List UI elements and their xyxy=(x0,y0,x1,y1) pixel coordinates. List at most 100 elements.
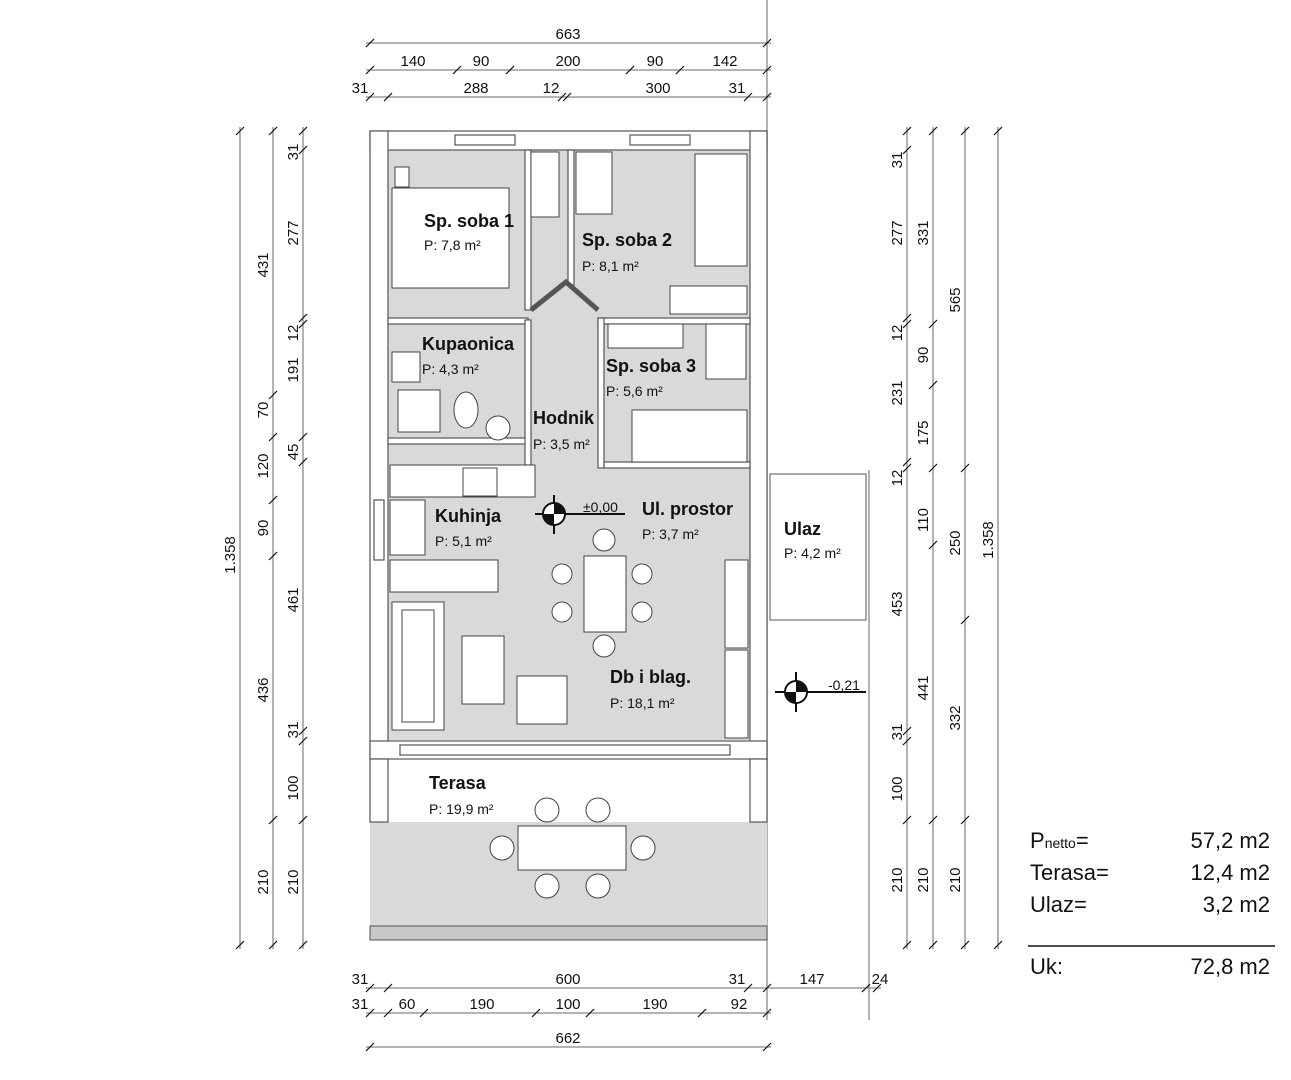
level-label: -0,21 xyxy=(828,677,860,693)
dimension-tick xyxy=(531,1008,541,1018)
dimension-tick xyxy=(365,1042,375,1052)
dimension-label: 12 xyxy=(889,470,906,487)
dimension-label: 120 xyxy=(255,453,272,478)
dimension-tick xyxy=(505,65,515,75)
dimension-label: 210 xyxy=(285,869,302,894)
dimension-tick xyxy=(928,126,938,136)
dimension-tick xyxy=(902,126,912,136)
dimension-label: 90 xyxy=(647,53,664,70)
dimension-tick xyxy=(928,463,938,473)
dimension-label: 210 xyxy=(915,867,932,892)
dimension-tick xyxy=(928,319,938,329)
summary-terasa-value: 12,4 m2 xyxy=(1191,860,1271,885)
dimension-label: 31 xyxy=(729,971,746,988)
dimension-label: 90 xyxy=(473,53,490,70)
dimension-label: 12 xyxy=(889,325,906,342)
room-name: Hodnik xyxy=(533,408,595,428)
dimension-label: 565 xyxy=(947,287,964,312)
dimension-tick xyxy=(743,983,753,993)
dimension-label: 24 xyxy=(872,971,889,988)
summary-netto-label: Pnetto= xyxy=(1030,828,1089,853)
dimension-label: 142 xyxy=(712,53,737,70)
dimension-tick xyxy=(562,92,572,102)
level-label: ±0,00 xyxy=(583,499,618,515)
dimension-label: 31 xyxy=(889,724,906,741)
dimension-tick xyxy=(625,65,635,75)
dimension-tick xyxy=(268,126,278,136)
dimension-tick xyxy=(383,92,393,102)
dimension-tick xyxy=(298,432,308,442)
dimension-tick xyxy=(365,1008,375,1018)
dimension-tick xyxy=(268,390,278,400)
walls xyxy=(369,130,768,941)
room-name: Ulaz xyxy=(784,519,821,539)
dimension-tick xyxy=(365,92,375,102)
summary-ulaz-value: 3,2 m2 xyxy=(1203,892,1270,917)
dimension-label: 288 xyxy=(463,80,488,97)
dimension-label: 250 xyxy=(947,530,964,555)
dimension-tick xyxy=(928,540,938,550)
dimension-label: 277 xyxy=(889,220,906,245)
dimension-tick xyxy=(902,736,912,746)
room-area: P: 4,3 m² xyxy=(422,361,479,377)
dimension-label: 191 xyxy=(285,357,302,382)
dimension-label: 300 xyxy=(645,80,670,97)
dimension-tick xyxy=(452,65,462,75)
room-name: Sp. soba 3 xyxy=(606,356,696,376)
dimension-tick xyxy=(268,432,278,442)
room-area: P: 18,1 m² xyxy=(610,695,675,711)
dimension-tick xyxy=(762,983,772,993)
dimension-tick xyxy=(960,615,970,625)
dimension-label: 12 xyxy=(285,325,302,342)
sink xyxy=(485,415,511,441)
dimension-tick xyxy=(298,313,308,323)
dimension-tick xyxy=(762,1042,772,1052)
room-area: P: 3,7 m² xyxy=(642,526,699,542)
dimension-label: 45 xyxy=(285,444,302,461)
dimension-tick xyxy=(902,726,912,736)
dimension-label: 31 xyxy=(352,996,369,1013)
dimension-label: 210 xyxy=(889,867,906,892)
dimension-label: 31 xyxy=(889,152,906,169)
dimension-tick xyxy=(268,551,278,561)
dimension-tick xyxy=(557,92,567,102)
room-area: P: 5,6 m² xyxy=(606,383,663,399)
room-area: P: 4,2 m² xyxy=(784,545,841,561)
dimension-label: 431 xyxy=(255,252,272,277)
room-area: P: 5,1 m² xyxy=(435,533,492,549)
dimension-label: 140 xyxy=(400,53,425,70)
dimension-tick xyxy=(419,1008,429,1018)
dimension-tick xyxy=(762,65,772,75)
toilet xyxy=(453,391,479,429)
room-name: Kuhinja xyxy=(435,506,502,526)
summary-terasa-label: Terasa= xyxy=(1030,860,1109,885)
dimension-label: 110 xyxy=(915,508,932,532)
dimension-tick xyxy=(383,983,393,993)
dimension-label: 190 xyxy=(642,996,667,1013)
dimension-tick xyxy=(902,940,912,950)
dimension-label: 441 xyxy=(915,675,932,700)
dimension-label: 331 xyxy=(915,220,932,245)
dimension-tick xyxy=(383,1008,393,1018)
dimension-label: 12 xyxy=(543,80,560,97)
dimension-tick xyxy=(298,126,308,136)
dimension-tick xyxy=(928,815,938,825)
dimension-tick xyxy=(298,815,308,825)
dimension-label: 31 xyxy=(352,971,369,988)
dimension-tick xyxy=(902,815,912,825)
dimension-label: 210 xyxy=(255,869,272,894)
dimension-tick xyxy=(861,983,871,993)
dimension-tick xyxy=(298,736,308,746)
dimension-tick xyxy=(993,940,1003,950)
dimension-tick xyxy=(697,1008,707,1018)
terrace-table xyxy=(517,825,627,871)
summary-netto-value: 57,2 m2 xyxy=(1191,828,1271,853)
dimension-tick xyxy=(928,380,938,390)
room-area: P: 3,5 m² xyxy=(533,436,590,452)
dimension-label: 100 xyxy=(555,996,580,1013)
dimension-label: 1.358 xyxy=(222,536,239,574)
dimension-tick xyxy=(902,463,912,473)
dimension-tick xyxy=(365,983,375,993)
